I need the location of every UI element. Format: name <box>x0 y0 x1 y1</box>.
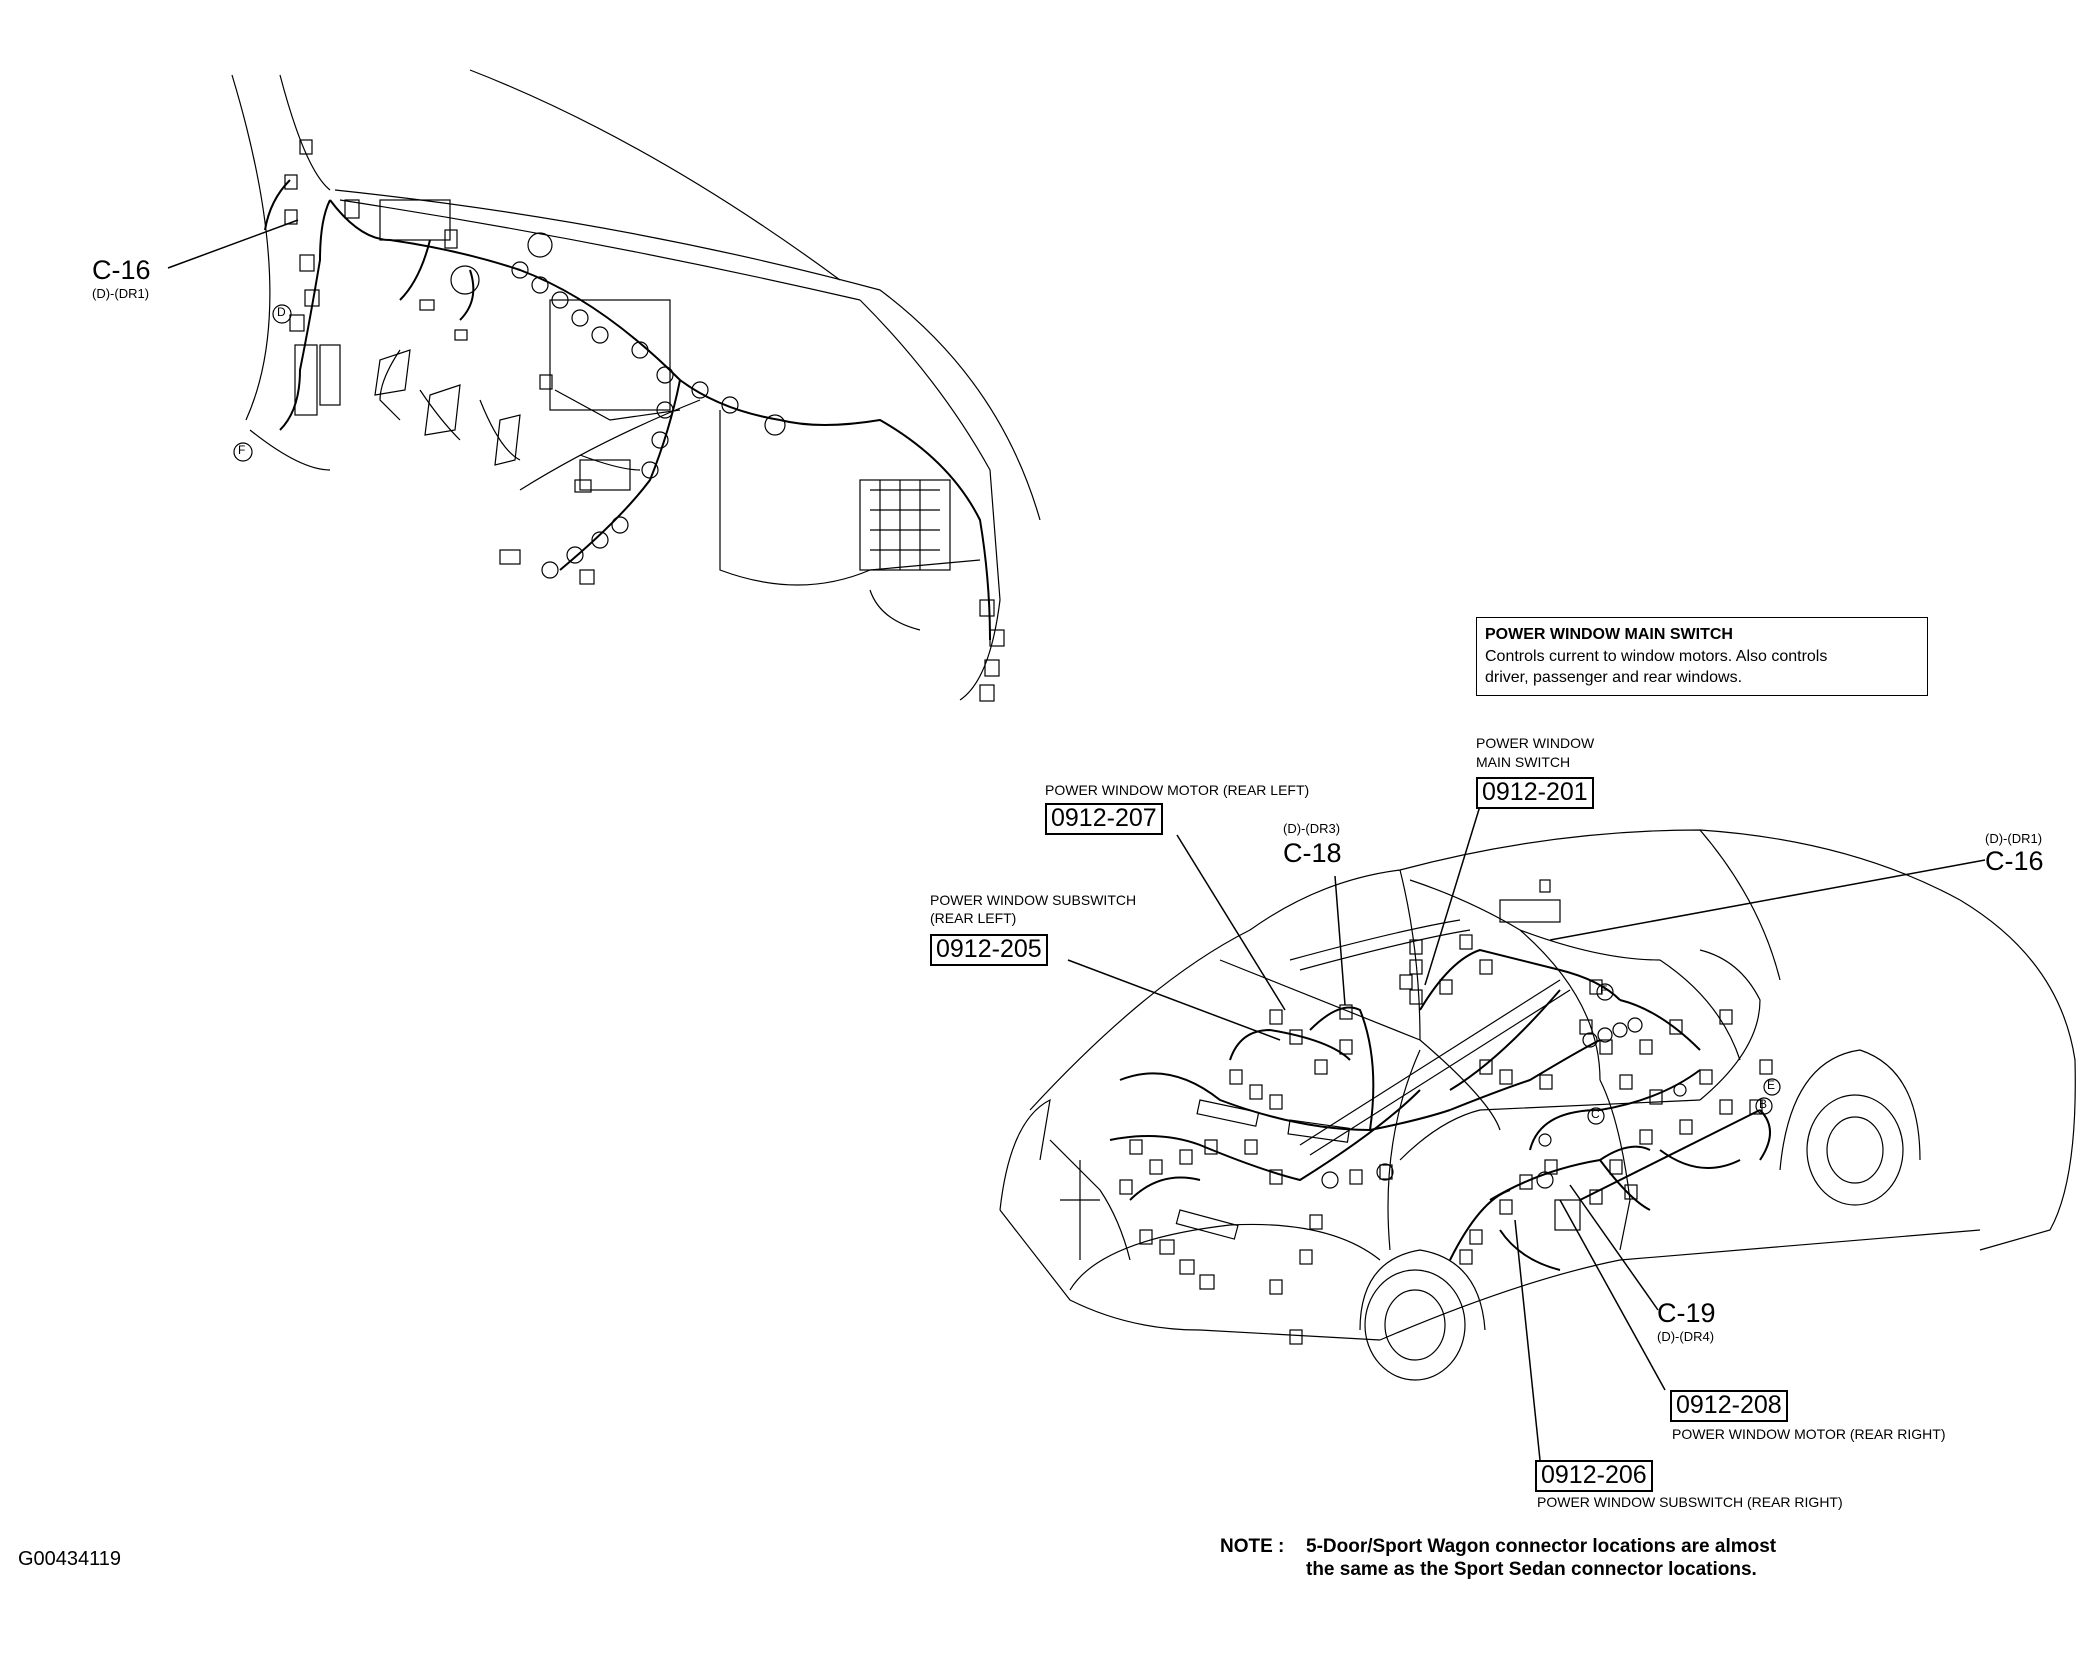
part-208-number: 0912-208 <box>1670 1390 1788 1422</box>
infobox-line-1: Controls current to window motors. Also … <box>1485 647 1828 665</box>
marker-f-left: F <box>238 443 246 457</box>
infobox-line-2: driver, passenger and rear windows. <box>1485 669 1743 687</box>
marker-d: D <box>277 305 286 319</box>
part-205-number: 0912-205 <box>930 934 1048 966</box>
c16-right-sub: (D)-(DR1) <box>1985 831 2043 846</box>
part-201-caption-2: MAIN SWITCH <box>1476 754 1571 770</box>
marker-c: C <box>1591 1107 1600 1121</box>
part-205-caption-1: POWER WINDOW SUBSWITCH <box>930 892 1137 908</box>
footnote: NOTE : 5-Door/Sport Wagon connector locat… <box>1220 1536 1776 1582</box>
c16-left-code: C-16 <box>92 255 151 285</box>
circle-markers <box>233 304 1781 1125</box>
c18-code: C-18 <box>1283 838 1342 868</box>
part-206-caption: POWER WINDOW SUBSWITCH (REAR RIGHT) <box>1537 1494 1843 1510</box>
dashboard-outline <box>231 69 1041 701</box>
note-line-2: the same as the Sport Sedan connector lo… <box>1306 1558 1757 1580</box>
main-switch-infobox: POWER WINDOW MAIN SWITCH Controls curren… <box>1476 617 1928 696</box>
note-key: NOTE : <box>1220 1536 1285 1557</box>
car-hatched-bands <box>1175 979 1571 1240</box>
car-body-outline <box>999 829 2076 1381</box>
marker-b: B <box>1759 1097 1768 1111</box>
part-201-caption-1: POWER WINDOW <box>1476 735 1595 751</box>
marker-e: E <box>1767 1078 1776 1092</box>
c19-code: C-19 <box>1657 1298 1716 1328</box>
infobox-title: POWER WINDOW MAIN SWITCH <box>1485 626 1733 643</box>
c16-right-code: C-16 <box>1985 846 2044 876</box>
dashboard-clips <box>450 232 786 579</box>
part-201-number: 0912-201 <box>1476 777 1594 809</box>
part-208-caption: POWER WINDOW MOTOR (REAR RIGHT) <box>1672 1426 1946 1442</box>
c18-sub: (D)-(DR3) <box>1283 821 1341 836</box>
car-harness <box>1109 948 1771 1271</box>
part-207-caption: POWER WINDOW MOTOR (REAR LEFT) <box>1045 782 1310 798</box>
note-line-1: 5-Door/Sport Wagon connector locations a… <box>1306 1536 1777 1557</box>
marker-f-right: F <box>1600 983 1608 997</box>
figure-id: G00434119 <box>18 1548 122 1570</box>
part-206-number: 0912-206 <box>1535 1460 1653 1492</box>
c19-sub: (D)-(DR4) <box>1657 1329 1715 1344</box>
part-205-caption-2: (REAR LEFT) <box>930 910 1017 926</box>
pedals <box>374 349 521 466</box>
part-207-number: 0912-207 <box>1045 803 1163 835</box>
dashboard-connectors <box>284 139 1005 702</box>
leader-lines <box>167 219 1986 1461</box>
car-clips <box>1321 1017 1687 1189</box>
c16-left-sub: (D)-(DR1) <box>92 286 150 301</box>
